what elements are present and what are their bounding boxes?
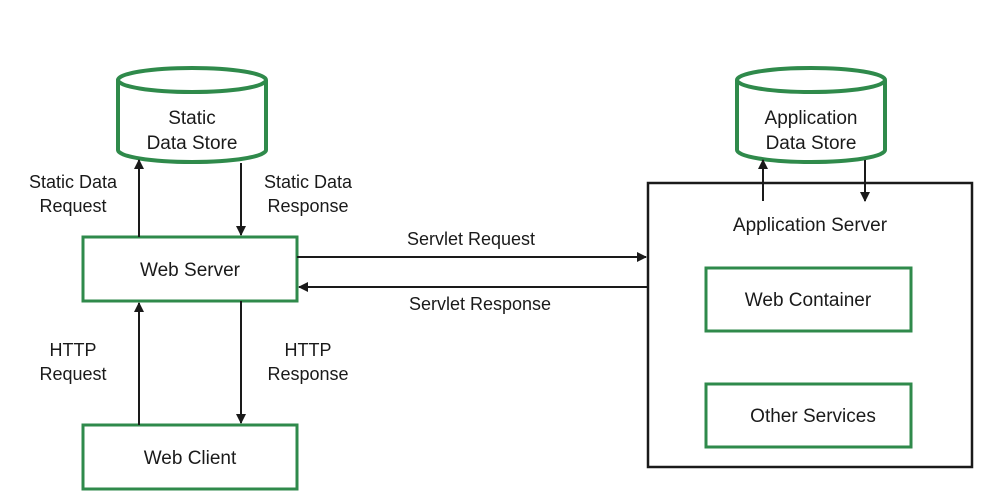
application-data-store: Application Data Store (735, 66, 887, 164)
web-client-label: Web Client (144, 448, 237, 469)
web-client-box: Web Client (81, 423, 299, 491)
static-response-label-2: Response (267, 196, 348, 216)
servlet-request-label: Servlet Request (407, 229, 535, 249)
application-server-box: Application Server (646, 181, 974, 469)
http-request-label-1: HTTP (50, 340, 97, 360)
other-services-label: Other Services (750, 406, 876, 427)
static-data-store: Static Data Store (116, 66, 268, 164)
static-store-label-1: Static (168, 108, 216, 129)
application-server-label: Application Server (733, 215, 888, 236)
other-services-box: Other Services (704, 382, 913, 449)
web-server-box: Web Server (81, 235, 299, 303)
static-request-label-1: Static Data (29, 172, 118, 192)
web-server-label: Web Server (140, 260, 241, 281)
http-response-label-1: HTTP (285, 340, 332, 360)
static-store-label-2: Data Store (147, 133, 238, 154)
web-container-label: Web Container (745, 290, 872, 311)
static-request-label-2: Request (39, 196, 106, 216)
http-response-label-2: Response (267, 364, 348, 384)
app-store-label-1: Application (765, 108, 858, 129)
servlet-response-label: Servlet Response (409, 294, 551, 314)
web-container-box: Web Container (704, 266, 913, 333)
static-response-label-1: Static Data (264, 172, 353, 192)
app-store-label-2: Data Store (766, 133, 857, 154)
http-request-label-2: Request (39, 364, 106, 384)
